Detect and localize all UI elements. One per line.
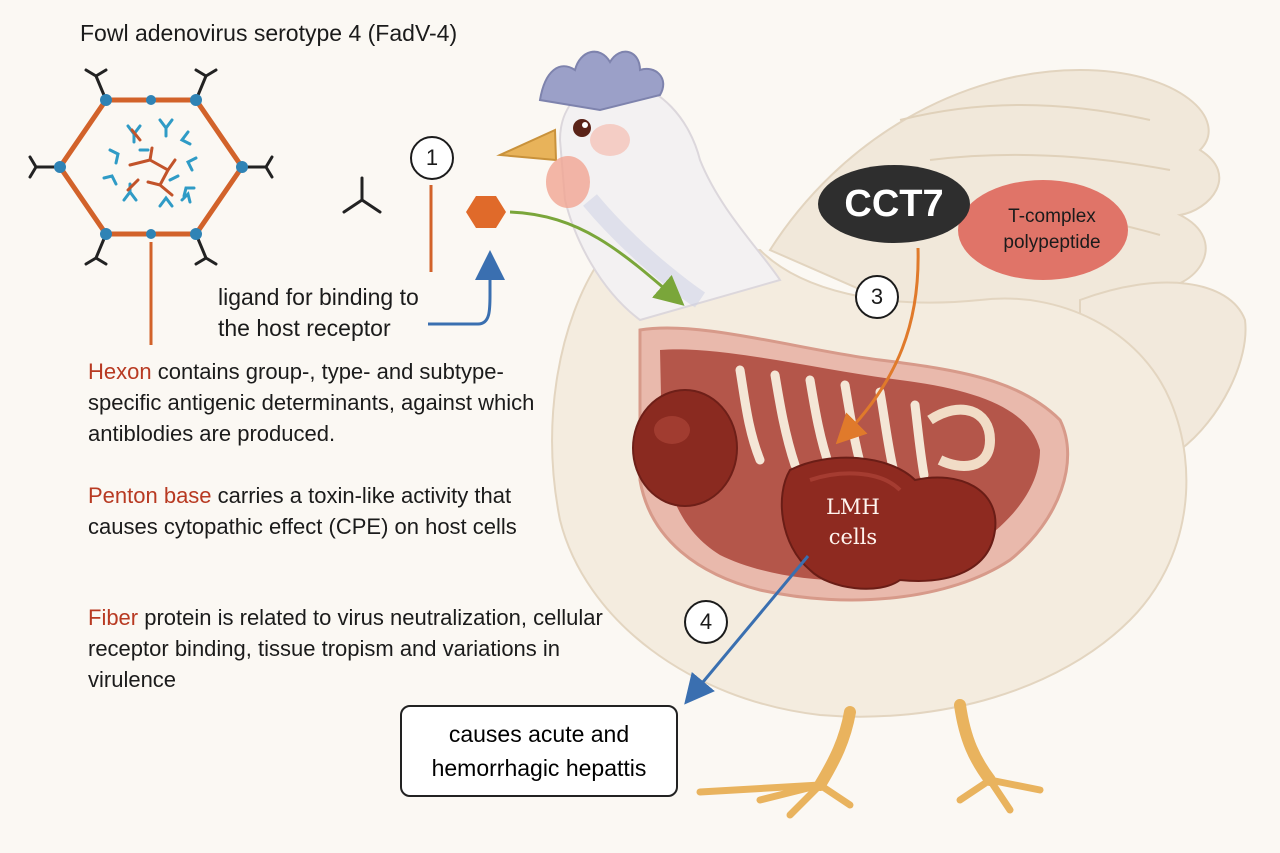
hexon-text: contains group-, type- and subtype-speci… xyxy=(88,359,535,446)
cct7-arrow xyxy=(835,247,920,445)
hexon-proteins xyxy=(102,118,198,208)
penton-text: carries a toxin-like activity that cause… xyxy=(88,483,517,539)
t-complex-ellipse: T-complex polypeptide xyxy=(958,180,1128,280)
cct7-ellipse: CCT7 xyxy=(818,165,970,243)
t-complex-line2: polypeptide xyxy=(1003,232,1101,253)
step-3-badge: 3 xyxy=(855,275,899,319)
figure-title: Fowl adenovirus serotype 4 (FadV-4) xyxy=(80,20,458,46)
fiber-text: protein is related to virus neutralizati… xyxy=(88,605,603,692)
outcome-box: causes acute and hemorrhagic hepattis xyxy=(400,705,678,797)
fiber-symbol xyxy=(342,176,382,214)
fiber-spikes xyxy=(28,68,274,266)
hexon-term: Hexon xyxy=(88,359,152,384)
viral-core xyxy=(126,128,177,197)
step-1-badge: 1 xyxy=(410,136,454,180)
outcome-line1: causes acute and xyxy=(448,721,630,747)
penton-ligand-hexagon xyxy=(466,196,506,228)
fiber-term: Fiber xyxy=(88,605,139,630)
outcome-line2: hemorrhagic hepattis xyxy=(431,755,647,781)
hexon-description: Hexon contains group-, type- and subtype… xyxy=(88,356,558,449)
capsid-hexagon xyxy=(56,97,246,237)
penton-description: Penton base carries a toxin-like activit… xyxy=(88,480,548,542)
ligand-label-line1: ligand for binding to xyxy=(218,284,419,310)
step-4-badge: 4 xyxy=(684,600,728,644)
penton-term: Penton base xyxy=(88,483,212,508)
ligand-arrow xyxy=(428,250,505,326)
t-complex-line1: T-complex xyxy=(1008,206,1096,227)
penton-vertices xyxy=(54,94,248,240)
outcome-arrow xyxy=(684,555,810,705)
ligand-label-line2: the host receptor xyxy=(218,315,391,341)
infection-arrow xyxy=(509,210,685,306)
lmh-line2: cells xyxy=(828,525,878,549)
lmh-cells-label: LMH cells xyxy=(808,492,898,552)
virus-capsid-diagram xyxy=(28,68,274,345)
chicken-illustration xyxy=(496,50,1247,819)
ligand-label: ligand for binding to the host receptor xyxy=(218,282,419,344)
fiber-description: Fiber protein is related to virus neutra… xyxy=(88,602,608,695)
lmh-line1: LMH xyxy=(826,495,880,519)
